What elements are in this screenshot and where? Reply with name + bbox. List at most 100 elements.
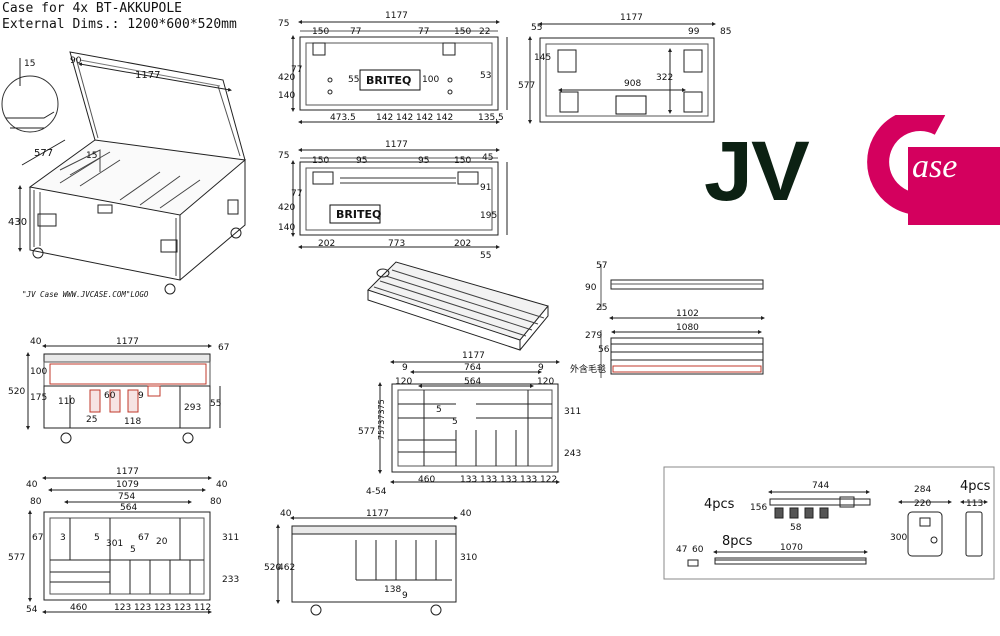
bf-h462: 462: [278, 563, 295, 573]
bp-h20: 20: [156, 537, 168, 547]
bp-h233: 233: [222, 575, 239, 585]
tv2-h75: 75: [278, 151, 289, 161]
bf-h520: 520: [264, 563, 281, 573]
acc-w220: 220: [914, 499, 931, 509]
bp-b4: 123: [174, 603, 191, 613]
external-dimensions: External Dims.: 1200*600*520mm: [2, 17, 237, 32]
tv1-h77: 77: [291, 65, 302, 75]
fs-h100: 100: [30, 367, 47, 377]
acc-qty-b: 8pcs: [722, 534, 753, 549]
mp-b0: 460: [418, 475, 435, 485]
bp-b1: 123: [114, 603, 131, 613]
ss-h25: 25: [596, 303, 607, 313]
bp-h3: 3: [60, 533, 66, 543]
acc-w113: 113: [966, 499, 983, 509]
tv1-b: 77: [350, 27, 361, 37]
tv1-a: 150: [312, 27, 329, 37]
acc-h47: 47: [676, 545, 687, 555]
interior-plan-view: [378, 360, 560, 484]
fs-h60: 60: [104, 391, 116, 401]
bp-w1177: 1177: [116, 467, 139, 477]
acc-w58: 58: [790, 523, 802, 533]
fs-h40: 40: [30, 337, 42, 347]
bp-h5: 5: [94, 533, 100, 543]
mp-b5: 122: [540, 475, 557, 485]
bp-h5b: 5: [130, 545, 136, 555]
bp-b0: 460: [70, 603, 87, 613]
bp-b5: 112: [194, 603, 211, 613]
front-section-view: [26, 344, 221, 444]
mp-h75set: 75737375: [377, 399, 386, 440]
tv1-b2: 142: [396, 113, 413, 123]
tv1-c: 77: [418, 27, 429, 37]
bottom-front-view: [276, 516, 458, 616]
bf-h310: 310: [460, 553, 477, 563]
ss-h57: 57: [596, 261, 607, 271]
tv2-h140: 140: [278, 223, 295, 233]
bottom-plan-view: [28, 476, 212, 614]
bp-h577: 577: [8, 553, 25, 563]
bf-h138: 138: [384, 585, 401, 595]
tv2-w: 1177: [385, 140, 408, 150]
tv1-w: 1177: [385, 11, 408, 21]
fs-h25: 25: [86, 415, 97, 425]
logo-note: "JV Case WWW.JVCASE.COM"LOGO: [22, 290, 149, 299]
logo-graphic: ase: [867, 115, 1000, 225]
acc-h300: 300: [890, 533, 907, 543]
mp-h5a: 5: [436, 405, 442, 415]
drawing-title: Case for 4x BT-AKKUPOLE: [2, 1, 183, 16]
jv-case-logo: ase JV: [700, 115, 1000, 235]
pv-w: 1177: [620, 13, 643, 23]
pv-a: 99: [688, 27, 700, 37]
tv1-h140: 140: [278, 91, 295, 101]
tv2-b: 95: [356, 156, 367, 166]
tv1-h75: 75: [278, 19, 289, 29]
tv2-b0: 202: [318, 239, 335, 249]
bf-h9: 9: [402, 591, 408, 601]
fs-h118: 118: [124, 417, 141, 427]
mp-h5b: 5: [452, 417, 458, 427]
tv2-c: 95: [418, 156, 429, 166]
iso-dim-577: 577: [34, 148, 53, 159]
mp-w764: 764: [464, 363, 481, 373]
ss-h56: 56: [598, 345, 610, 355]
bf-b40: 40: [460, 509, 472, 519]
tv1-brand: BRITEQ: [366, 74, 411, 87]
bp-w564: 564: [120, 503, 137, 513]
detail-callout-circle: [1, 75, 59, 133]
tv2-e: 45: [482, 153, 493, 163]
fs-h9: 9: [138, 391, 144, 401]
ss-w1080: 1080: [676, 323, 699, 333]
top-plan-view: [528, 22, 716, 124]
mp-b9: 9: [538, 363, 544, 373]
iso-dim-430: 430: [8, 217, 27, 228]
pv-h145: 145: [534, 53, 551, 63]
bp-h67: 67: [32, 533, 43, 543]
pv-b: 85: [720, 27, 731, 37]
bp-b2: 123: [134, 603, 151, 613]
pv-w908: 908: [624, 79, 641, 89]
side-strip-views: [600, 264, 765, 378]
mp-w564: 564: [464, 377, 481, 387]
acc-w744: 744: [812, 481, 829, 491]
top-view-lid-1: [291, 20, 508, 124]
iso-dim-90: 90: [70, 56, 82, 66]
mp-h311: 311: [564, 407, 581, 417]
tv2-b2: 202: [454, 239, 471, 249]
bf-w1177: 1177: [366, 509, 389, 519]
fs-h293: 293: [184, 403, 201, 413]
tv2-d: 150: [454, 156, 471, 166]
bp-w1079: 1079: [116, 480, 139, 490]
mp-b120: 120: [537, 377, 554, 387]
tv1-h55: 55: [348, 75, 359, 85]
tv1-h53: 53: [480, 71, 491, 81]
tray-isometric: [367, 261, 549, 351]
acc-w1070: 1070: [780, 543, 803, 553]
fs-h67: 67: [218, 343, 229, 353]
bp-b3: 123: [154, 603, 171, 613]
tv1-h100: 100: [422, 75, 439, 85]
tv1-b4: 142: [436, 113, 453, 123]
logo-case-word: ase: [912, 148, 957, 185]
